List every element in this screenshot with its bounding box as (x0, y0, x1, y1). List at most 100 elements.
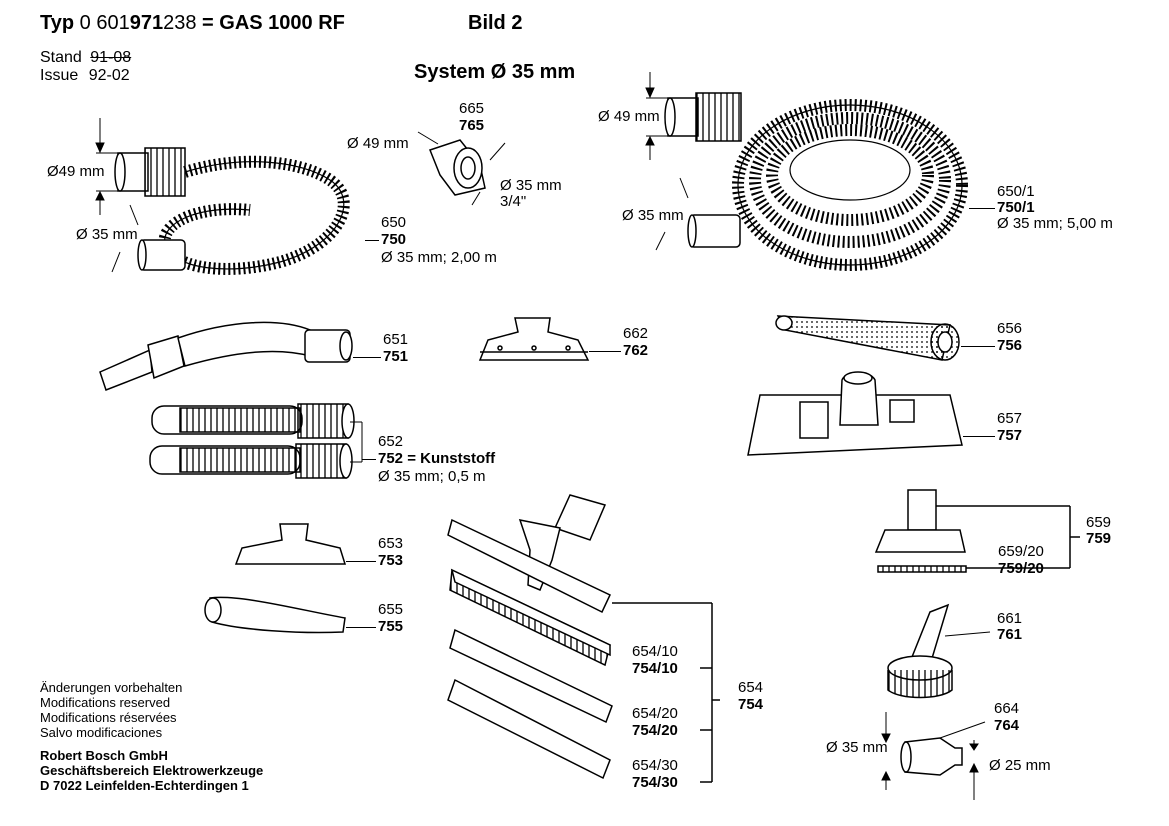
part-751-label: 751 (353, 348, 409, 365)
dim-35-left: Ø 35 mm (76, 226, 138, 243)
part-755-text: 755 (378, 618, 404, 635)
part-651-label: 651 (383, 331, 409, 348)
typ-label: Typ (40, 12, 75, 34)
upholstery-nozzle-659-icon (874, 489, 1080, 573)
part-664-label: 664 (994, 700, 1020, 717)
part-750-label: 750 (365, 231, 407, 248)
part-number-bold: 971 (129, 12, 164, 34)
part-750-1-text: 750/1 (997, 199, 1035, 216)
stand-label: Stand (40, 49, 82, 66)
part-655-label: 655 (378, 601, 404, 618)
stand-row: Stand 91-08 (40, 49, 131, 66)
footer-line-de: Änderungen vorbehalten (40, 680, 183, 695)
part-650-1-label: 650/1 (997, 183, 1035, 200)
equals-kunststoff: = (407, 450, 416, 467)
part-652-label: 652 (378, 433, 404, 450)
figure-label: Bild 2 (468, 12, 523, 34)
part-665-label: 665 (459, 100, 485, 117)
part-654-label: 654 (738, 679, 764, 696)
model-name: GAS 1000 RF (219, 12, 345, 34)
part-751-text: 751 (383, 348, 409, 365)
part-750-1-label: 750/1 (969, 199, 1035, 216)
bracket-654-lines (612, 602, 720, 783)
stand-value: 91-08 (90, 49, 132, 66)
part-659-label: 659 (1086, 514, 1112, 531)
part-753-text: 753 (378, 552, 404, 569)
elbow-651-icon (99, 321, 353, 391)
part-754-30-label: 754/30 (632, 774, 678, 791)
nozzle-set-654-icon (447, 494, 613, 780)
dim-35-reducer: Ø 35 mm (826, 739, 888, 756)
tube-656-icon (775, 315, 960, 361)
part-750-text: 750 (381, 231, 407, 248)
footer-line-es: Salvo modificaciones (40, 725, 163, 740)
part-659-20-label: 659/20 (998, 543, 1044, 560)
crevice-655-icon (204, 596, 346, 634)
issue-value: 92-02 (88, 67, 130, 84)
dim-25-reducer: Ø 25 mm (989, 757, 1051, 774)
part-756-text: 756 (997, 337, 1023, 354)
part-759-label: 759 (1086, 530, 1112, 547)
hose-2m-icon (114, 147, 350, 275)
part-654-20-label: 654/20 (632, 705, 678, 722)
part-754-10-label: 754/10 (632, 660, 678, 677)
system-title: System Ø 35 mm (414, 61, 576, 83)
part-752-text: 752 (378, 450, 404, 467)
part-752-label: 752 = Kunststoff (362, 450, 496, 467)
dimension-arrows-650 (95, 118, 139, 273)
nozzle-662-icon (478, 317, 590, 361)
part-765-label: 765 (459, 117, 485, 134)
footer-company: Robert Bosch GmbH Geschäftsbereich Elekt… (40, 748, 263, 793)
part-762-label: 762 (589, 342, 649, 359)
part-number-prefix: 0 601 (79, 12, 130, 34)
part-662-label: 662 (623, 325, 649, 342)
part-654-10-label: 654/10 (632, 643, 678, 660)
dim-35-adapter: Ø 35 mm (500, 177, 562, 194)
part-753-label: 753 (346, 552, 404, 569)
brush-661-icon (887, 603, 991, 699)
floor-nozzle-657-icon (747, 371, 963, 456)
part-657-label: 657 (997, 410, 1023, 427)
issue-label: Issue (40, 67, 79, 84)
part-759-20-label: 759/20 (998, 560, 1044, 577)
company-division: Geschäftsbereich Elektrowerkzeuge (40, 763, 264, 778)
footer-line-en: Modifications reserved (40, 695, 171, 710)
dim-49-adapter: Ø 49 mm (347, 135, 409, 152)
part-number-suffix: 238 (163, 12, 197, 34)
part-757-text: 757 (997, 427, 1023, 444)
part-650-label: 650 (381, 214, 407, 231)
part-754-label: 754 (738, 696, 764, 713)
company-name: Robert Bosch GmbH (40, 748, 168, 763)
document-title: Typ 0 601971238 = GAS 1000 RF (40, 12, 345, 35)
issue-row: Issue 92-02 (40, 67, 130, 84)
part-652-spec: Ø 35 mm; 0,5 m (378, 468, 486, 485)
part-650-1-spec: Ø 35 mm; 5,00 m (997, 215, 1113, 232)
footer-notes: Änderungen vorbehalten Modifications res… (40, 680, 182, 740)
part-757-label: 757 (963, 427, 1023, 444)
reducer-664-icon (900, 721, 986, 776)
thread-size: 3/4" (500, 193, 527, 210)
company-address: D 7022 Leinfelden-Echterdingen 1 (40, 778, 249, 793)
nozzle-653-icon (234, 523, 347, 565)
part-661-label: 661 (997, 610, 1023, 627)
part-755-label: 755 (346, 618, 404, 635)
footer-line-fr: Modifications réservées (40, 710, 177, 725)
part-764-label: 764 (994, 717, 1020, 734)
part-650-spec: Ø 35 mm; 2,00 m (381, 249, 497, 266)
part-762-text: 762 (623, 342, 649, 359)
dim-49-right: Ø 49 mm (598, 108, 660, 125)
dimension-arrows-650-1 (645, 72, 689, 251)
tubes-652-icon (149, 403, 363, 479)
dim-49-left: Ø49 mm (47, 163, 105, 180)
adapter-665-icon (417, 131, 506, 206)
part-656-label: 656 (997, 320, 1023, 337)
dimension-arrows-664 (881, 712, 979, 800)
hose-5m-icon (664, 92, 968, 271)
part-761-label: 761 (997, 626, 1023, 643)
material-label: Kunststoff (420, 450, 496, 467)
part-754-20-label: 754/20 (632, 722, 678, 739)
part-756-label: 756 (961, 337, 1023, 354)
dim-35-right: Ø 35 mm (622, 207, 684, 224)
equals-sign: = (202, 12, 214, 34)
